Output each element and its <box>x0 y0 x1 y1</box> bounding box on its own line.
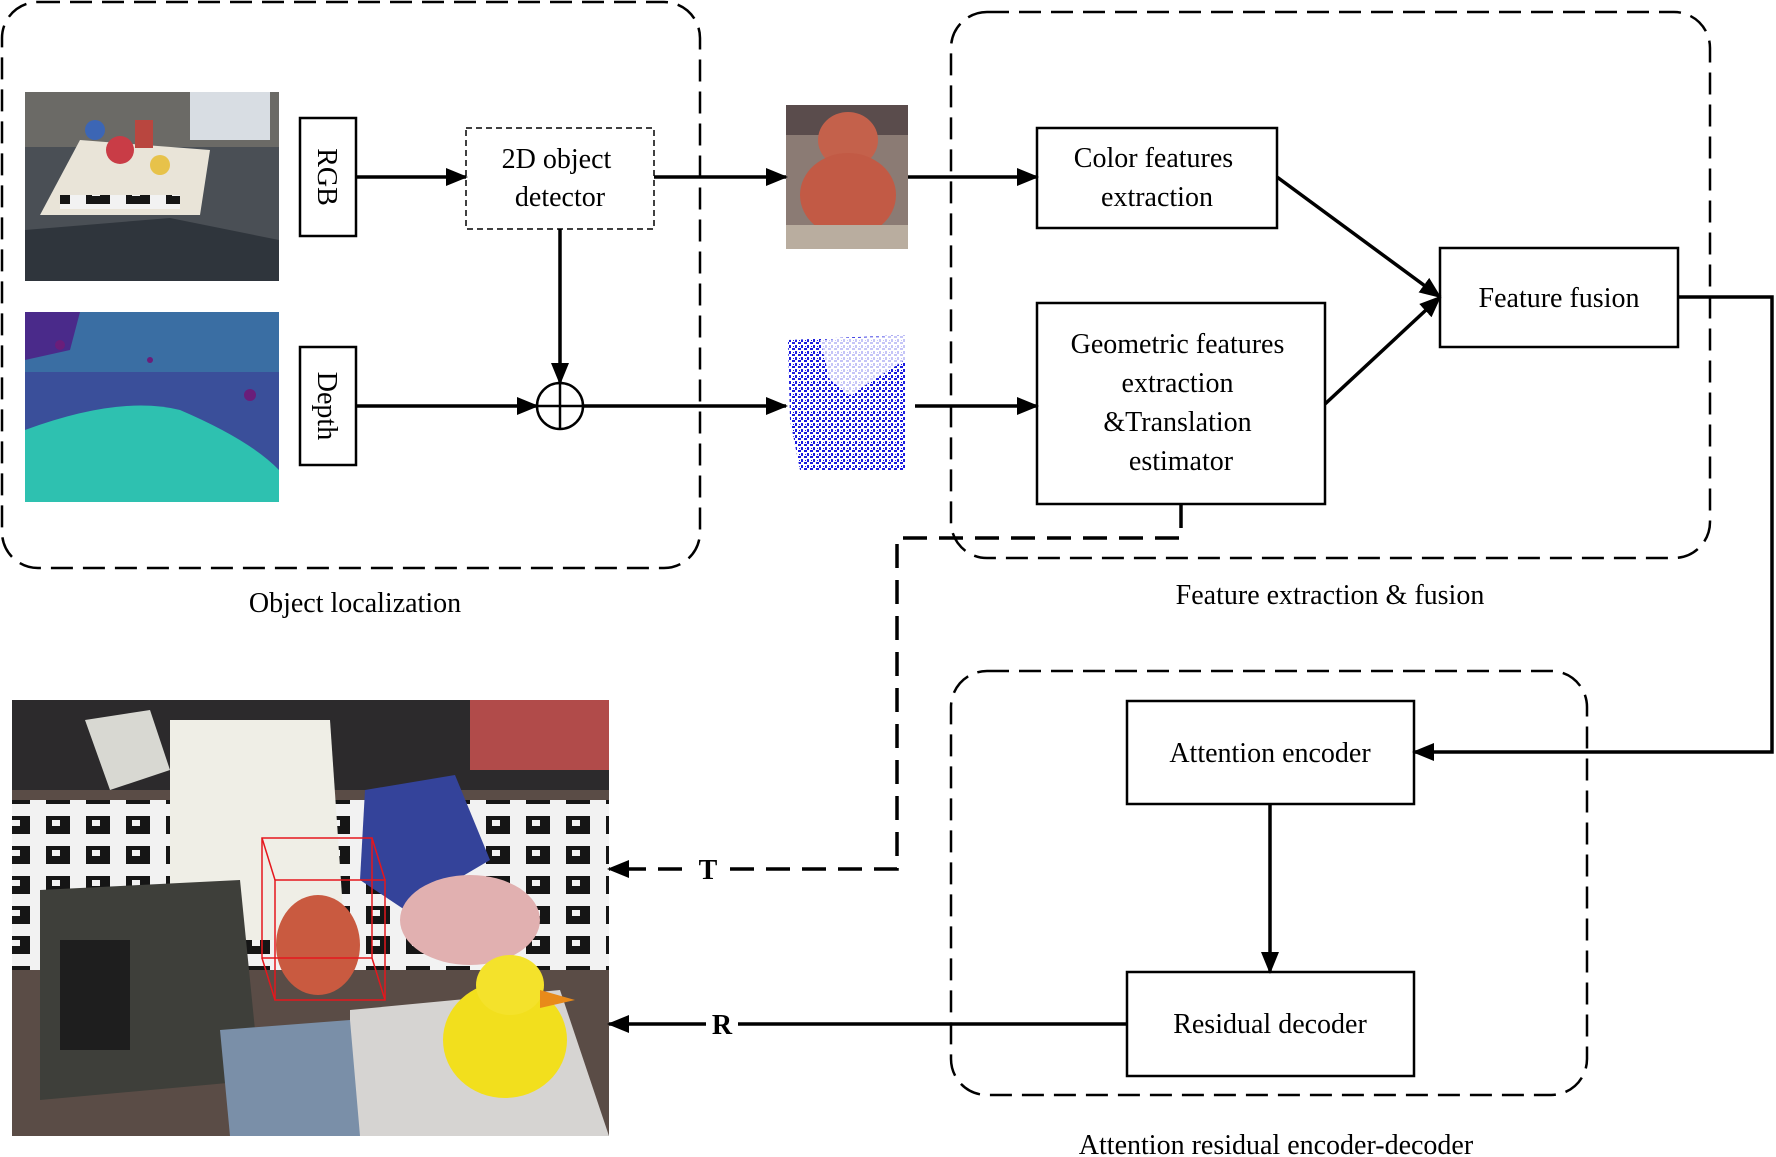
rgb-block <box>298 116 358 238</box>
attention-encoder-label: Attention encoder <box>1169 738 1371 769</box>
residual-decoder-label: Residual decoder <box>1173 1009 1367 1040</box>
arrow-color-to-fusion <box>1275 175 1442 299</box>
object-localization-group <box>0 0 702 570</box>
attention-encoder-decoder-group <box>949 669 1589 1097</box>
arrow-translation-dashed <box>607 504 1183 878</box>
geometric-features-line-1: Geometric features <box>1071 329 1285 360</box>
arrow-fusion-to-attention-encoder <box>1412 295 1774 761</box>
geometric-features-line-2: extraction <box>1122 368 1234 399</box>
rotation-output-label: R <box>712 1010 733 1041</box>
point-cloud-image <box>788 335 905 470</box>
2d-object-detector-line-2: detector <box>515 182 606 213</box>
residual-decoder-block <box>1125 970 1416 1078</box>
pose-result-scene-image <box>12 700 609 1136</box>
arrow-geometric-to-fusion <box>1323 295 1442 406</box>
cropped-rgb-object-image <box>786 105 908 249</box>
2d-object-detector-label: 2D object detector <box>502 144 619 213</box>
feature-extraction-fusion-group <box>949 10 1712 560</box>
feature-fusion-label: Feature fusion <box>1479 283 1640 314</box>
sum-node <box>535 381 585 431</box>
2d-object-detector-line-1: 2D object <box>502 144 612 175</box>
geometric-features-line-3: &Translation <box>1103 407 1251 438</box>
color-features-extraction-label: Color features extraction <box>1074 143 1240 213</box>
translation-output-label: T <box>699 855 718 886</box>
geometric-features-line-4: estimator <box>1129 446 1234 477</box>
depth-input-image <box>25 312 279 502</box>
feature-extraction-fusion-caption: Feature extraction & fusion <box>1176 580 1485 611</box>
rgb-block-label: RGB <box>311 148 342 206</box>
object-localization-caption: Object localization <box>249 588 461 619</box>
2d-object-detector-block <box>465 127 655 230</box>
attention-encoder-decoder-caption: Attention residual encoder-decoder <box>1079 1130 1474 1157</box>
rgb-input-image <box>25 92 279 281</box>
depth-block-label: Depth <box>311 372 342 440</box>
feature-fusion-block <box>1438 246 1680 349</box>
color-features-line-1: Color features <box>1074 143 1233 174</box>
rotation-label-bg <box>706 1007 738 1041</box>
geometric-features-label: Geometric features extraction &Translati… <box>1071 329 1292 477</box>
color-features-line-2: extraction <box>1101 182 1213 213</box>
translation-label-bg <box>692 852 724 886</box>
